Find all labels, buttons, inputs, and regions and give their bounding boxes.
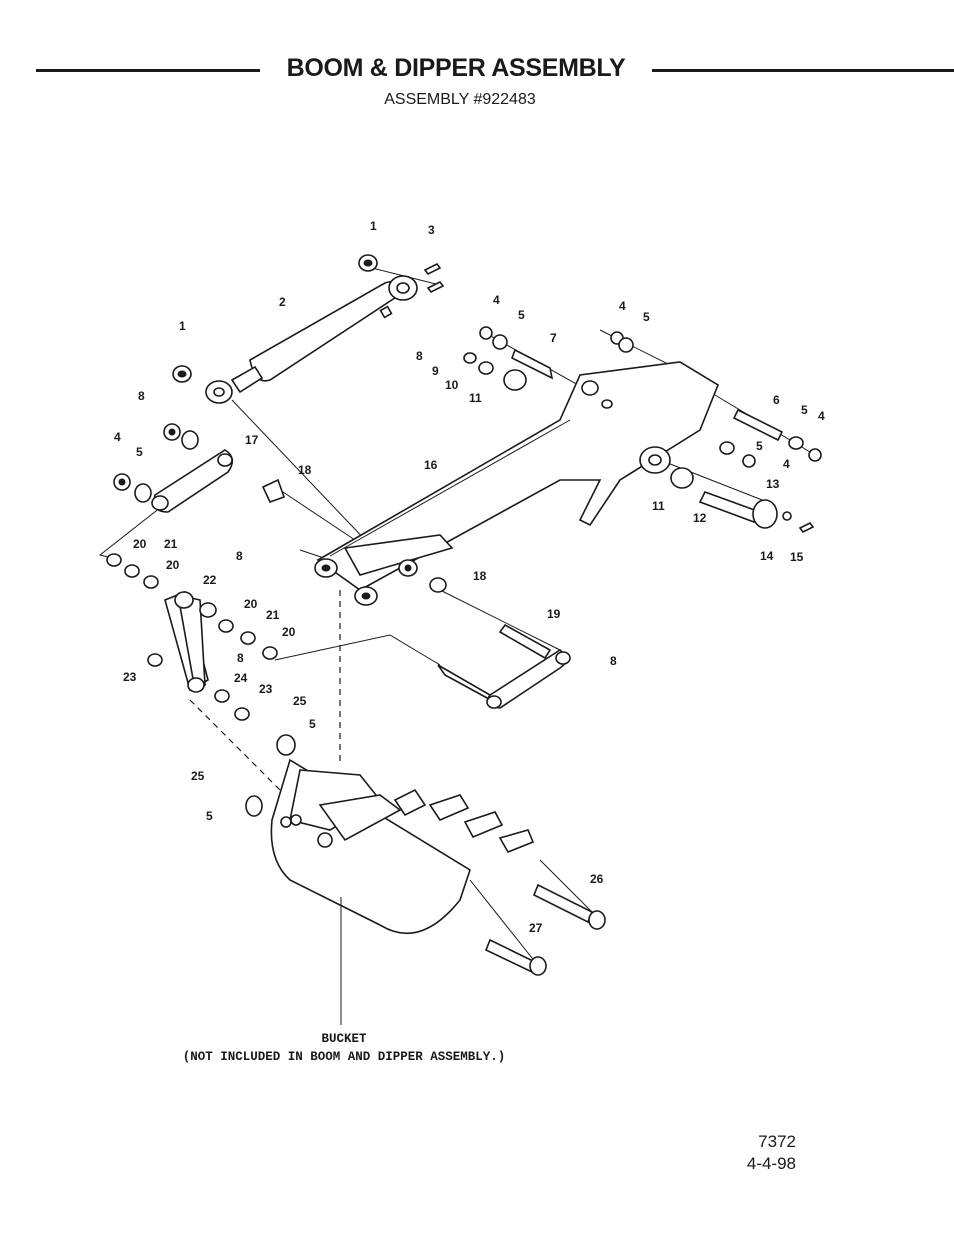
title-rule-right [652,69,954,72]
callout-label: 5 [309,717,316,731]
callout-label: 5 [643,310,650,324]
callout-label: 18 [298,463,312,477]
callout-label: 26 [590,872,604,886]
callout-label: 21 [164,537,178,551]
callout-label: 11 [652,499,665,513]
callout-label: 20 [244,597,258,611]
callout-labels: 1 3 2 1 4 5 7 4 5 8 9 10 11 8 4 5 17 18 … [114,219,825,1064]
callout-label: 3 [428,223,435,237]
callout-label: 7 [550,331,557,345]
callout-label: 27 [529,921,543,935]
assembly-number: ASSEMBLY #922483 [384,91,536,108]
callout-label: 14 [760,549,774,563]
boom-pins [463,326,822,534]
callout-label: 21 [266,608,280,622]
callout-label: 20 [166,558,180,572]
callout-label: 5 [136,445,143,459]
callout-label: 4 [619,299,626,313]
bucket-note-title: BUCKET [321,1032,367,1046]
callout-label: 4 [493,293,500,307]
callout-label: 4 [818,409,825,423]
callout-label: 4 [114,430,121,444]
callout-label: 16 [424,458,438,472]
callout-label: 8 [138,389,145,403]
callout-label: 15 [790,550,804,564]
callout-label: 11 [469,391,482,405]
callout-label: 24 [234,671,248,685]
callout-label: 20 [282,625,296,639]
boom-cylinder [205,275,418,404]
page-title: BOOM & DIPPER ASSEMBLY [286,54,626,82]
callout-label: 2 [279,295,286,309]
callout-label: 5 [518,308,525,322]
dipper-link [113,423,286,513]
callout-label: 19 [547,607,561,621]
callout-label: 8 [237,651,244,665]
title-rule-left [36,69,260,72]
bucket-note-detail: (NOT INCLUDED IN BOOM AND DIPPER ASSEMBL… [183,1050,506,1064]
callout-label: 23 [259,682,273,696]
callout-label: 5 [801,403,808,417]
callout-label: 18 [473,569,487,583]
callout-label: 22 [203,573,217,587]
callout-label: 8 [610,654,617,668]
drawing-date: 4-4-98 [746,1154,796,1173]
callout-label: 12 [693,511,707,525]
callout-label: 1 [370,219,377,233]
callout-label: 4 [783,457,790,471]
callout-label: 17 [245,433,259,447]
callout-label: 5 [206,809,213,823]
callout-label: 8 [416,349,423,363]
callout-label: 10 [445,378,459,392]
boom-arm [314,361,719,606]
callout-label: 8 [236,549,243,563]
callout-label: 13 [766,477,780,491]
callout-label: 20 [133,537,147,551]
callout-label: 5 [756,439,763,453]
callout-label: 9 [432,364,439,378]
callout-label: 1 [179,319,186,333]
callout-label: 25 [191,769,205,783]
callout-label: 23 [123,670,137,684]
callout-label: 25 [293,694,307,708]
cylinder-bushings [172,254,445,383]
bucket [245,734,606,1025]
drawing-number: 7372 [758,1132,796,1151]
callout-label: 6 [773,393,780,407]
side-links [106,553,571,721]
